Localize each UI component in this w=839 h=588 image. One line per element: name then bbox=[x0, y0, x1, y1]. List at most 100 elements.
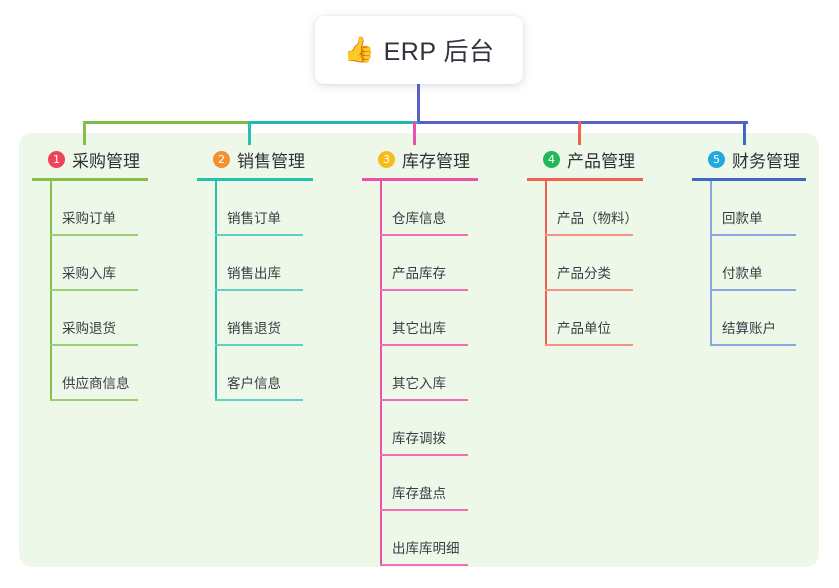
column-title-5: 财务管理 bbox=[732, 151, 800, 171]
column-badge-4: 4 bbox=[543, 150, 560, 168]
leaf-rule bbox=[545, 344, 633, 346]
column-leaves-4: 产品（物料） 产品分类产品单位 bbox=[527, 181, 687, 346]
column-leaves-3: 仓库信息产品库存其它出库其它入库库存调拨库存盘点出库库明细 bbox=[362, 181, 522, 566]
column-drop-5 bbox=[743, 121, 746, 145]
leaf-label: 采购退货 bbox=[62, 321, 116, 336]
leaf-label: 产品库存 bbox=[392, 266, 446, 281]
column-spine-4 bbox=[545, 181, 547, 346]
list-item[interactable]: 其它入库 bbox=[362, 346, 522, 401]
list-item[interactable]: 出库库明细 bbox=[362, 511, 522, 566]
column-title-2: 销售管理 bbox=[237, 151, 305, 171]
leaf-rule bbox=[710, 234, 796, 236]
trunk-segment-3 bbox=[418, 121, 748, 124]
leaf-rule bbox=[545, 289, 633, 291]
leaf-rule bbox=[215, 344, 303, 346]
leaf-rule bbox=[380, 234, 468, 236]
leaf-label: 回款单 bbox=[722, 211, 763, 226]
leaf-label: 出库库明细 bbox=[392, 541, 460, 556]
column-rule-3 bbox=[362, 178, 478, 181]
column-leaves-1: 采购订单采购入库采购退货供应商信息 bbox=[32, 181, 192, 401]
leaf-rule bbox=[545, 234, 633, 236]
column-drop-3 bbox=[413, 121, 416, 145]
list-item[interactable]: 其它出库 bbox=[362, 291, 522, 346]
leaf-label: 销售订单 bbox=[227, 211, 281, 226]
leaf-rule bbox=[215, 399, 303, 401]
leaf-rule bbox=[215, 234, 303, 236]
list-item[interactable]: 结算账户 bbox=[692, 291, 839, 346]
leaf-label: 销售出库 bbox=[227, 266, 281, 281]
leaf-label: 供应商信息 bbox=[62, 376, 130, 391]
list-item[interactable]: 采购订单 bbox=[32, 181, 192, 236]
column-4: 4 产品管理产品（物料） 产品分类产品单位 bbox=[527, 145, 687, 346]
column-title-3: 库存管理 bbox=[402, 151, 470, 171]
leaf-label: 结算账户 bbox=[722, 321, 776, 336]
leaf-label: 采购订单 bbox=[62, 211, 116, 226]
column-3: 3 库存管理仓库信息产品库存其它出库其它入库库存调拨库存盘点出库库明细 bbox=[362, 145, 522, 566]
leaf-label: 产品单位 bbox=[557, 321, 611, 336]
column-title-4: 产品管理 bbox=[567, 151, 635, 171]
column-drop-2 bbox=[248, 121, 251, 145]
leaf-label: 仓库信息 bbox=[392, 211, 446, 226]
leaf-rule bbox=[215, 289, 303, 291]
list-item[interactable]: 付款单 bbox=[692, 236, 839, 291]
leaf-label: 库存调拨 bbox=[392, 431, 446, 446]
column-header-4[interactable]: 4 产品管理 bbox=[527, 145, 687, 173]
leaf-rule bbox=[380, 564, 468, 566]
list-item[interactable]: 产品（物料） bbox=[527, 181, 687, 236]
list-item[interactable]: 回款单 bbox=[692, 181, 839, 236]
leaf-label: 付款单 bbox=[722, 266, 763, 281]
list-item[interactable]: 库存盘点 bbox=[362, 456, 522, 511]
column-spine-2 bbox=[215, 181, 217, 401]
leaf-label: 其它入库 bbox=[392, 376, 446, 391]
leaf-rule bbox=[50, 399, 138, 401]
list-item[interactable]: 销售出库 bbox=[197, 236, 357, 291]
leaf-rule bbox=[380, 509, 468, 511]
list-item[interactable]: 产品分类 bbox=[527, 236, 687, 291]
column-drop-4 bbox=[578, 121, 581, 145]
list-item[interactable]: 产品库存 bbox=[362, 236, 522, 291]
list-item[interactable]: 采购退货 bbox=[32, 291, 192, 346]
list-item[interactable]: 供应商信息 bbox=[32, 346, 192, 401]
column-spine-1 bbox=[50, 181, 52, 401]
leaf-label: 客户信息 bbox=[227, 376, 281, 391]
leaf-rule bbox=[380, 454, 468, 456]
leaf-label: 库存盘点 bbox=[392, 486, 446, 501]
list-item[interactable]: 产品单位 bbox=[527, 291, 687, 346]
list-item[interactable]: 采购入库 bbox=[32, 236, 192, 291]
column-badge-3: 3 bbox=[378, 150, 395, 168]
root-node-erp-backend[interactable]: 👍 ERP 后台 bbox=[315, 16, 523, 84]
leaf-rule bbox=[380, 399, 468, 401]
root-connector-stem bbox=[417, 84, 420, 123]
list-item[interactable]: 库存调拨 bbox=[362, 401, 522, 456]
list-item[interactable]: 销售退货 bbox=[197, 291, 357, 346]
list-item[interactable]: 客户信息 bbox=[197, 346, 357, 401]
leaf-label: 产品分类 bbox=[557, 266, 611, 281]
leaf-rule bbox=[50, 344, 138, 346]
trunk-segment-1 bbox=[83, 121, 248, 124]
leaf-label: 销售退货 bbox=[227, 321, 281, 336]
list-item[interactable]: 仓库信息 bbox=[362, 181, 522, 236]
column-header-5[interactable]: 5 财务管理 bbox=[692, 145, 839, 173]
column-header-3[interactable]: 3 库存管理 bbox=[362, 145, 522, 173]
column-drop-1 bbox=[83, 121, 86, 145]
column-title-1: 采购管理 bbox=[72, 151, 140, 171]
leaf-rule bbox=[50, 289, 138, 291]
column-spine-3 bbox=[380, 181, 382, 566]
leaf-rule bbox=[710, 344, 796, 346]
leaf-label: 采购入库 bbox=[62, 266, 116, 281]
leaf-rule bbox=[380, 289, 468, 291]
trunk-segment-2 bbox=[248, 121, 418, 124]
leaf-label: 其它出库 bbox=[392, 321, 446, 336]
list-item[interactable]: 销售订单 bbox=[197, 181, 357, 236]
leaf-rule bbox=[710, 289, 796, 291]
column-badge-5: 5 bbox=[708, 150, 725, 168]
thumbs-up-icon: 👍 bbox=[343, 35, 375, 64]
column-leaves-2: 销售订单销售出库销售退货客户信息 bbox=[197, 181, 357, 401]
column-rule-1 bbox=[32, 178, 148, 181]
column-5: 5 财务管理回款单付款单结算账户 bbox=[692, 145, 839, 346]
column-leaves-5: 回款单付款单结算账户 bbox=[692, 181, 839, 346]
